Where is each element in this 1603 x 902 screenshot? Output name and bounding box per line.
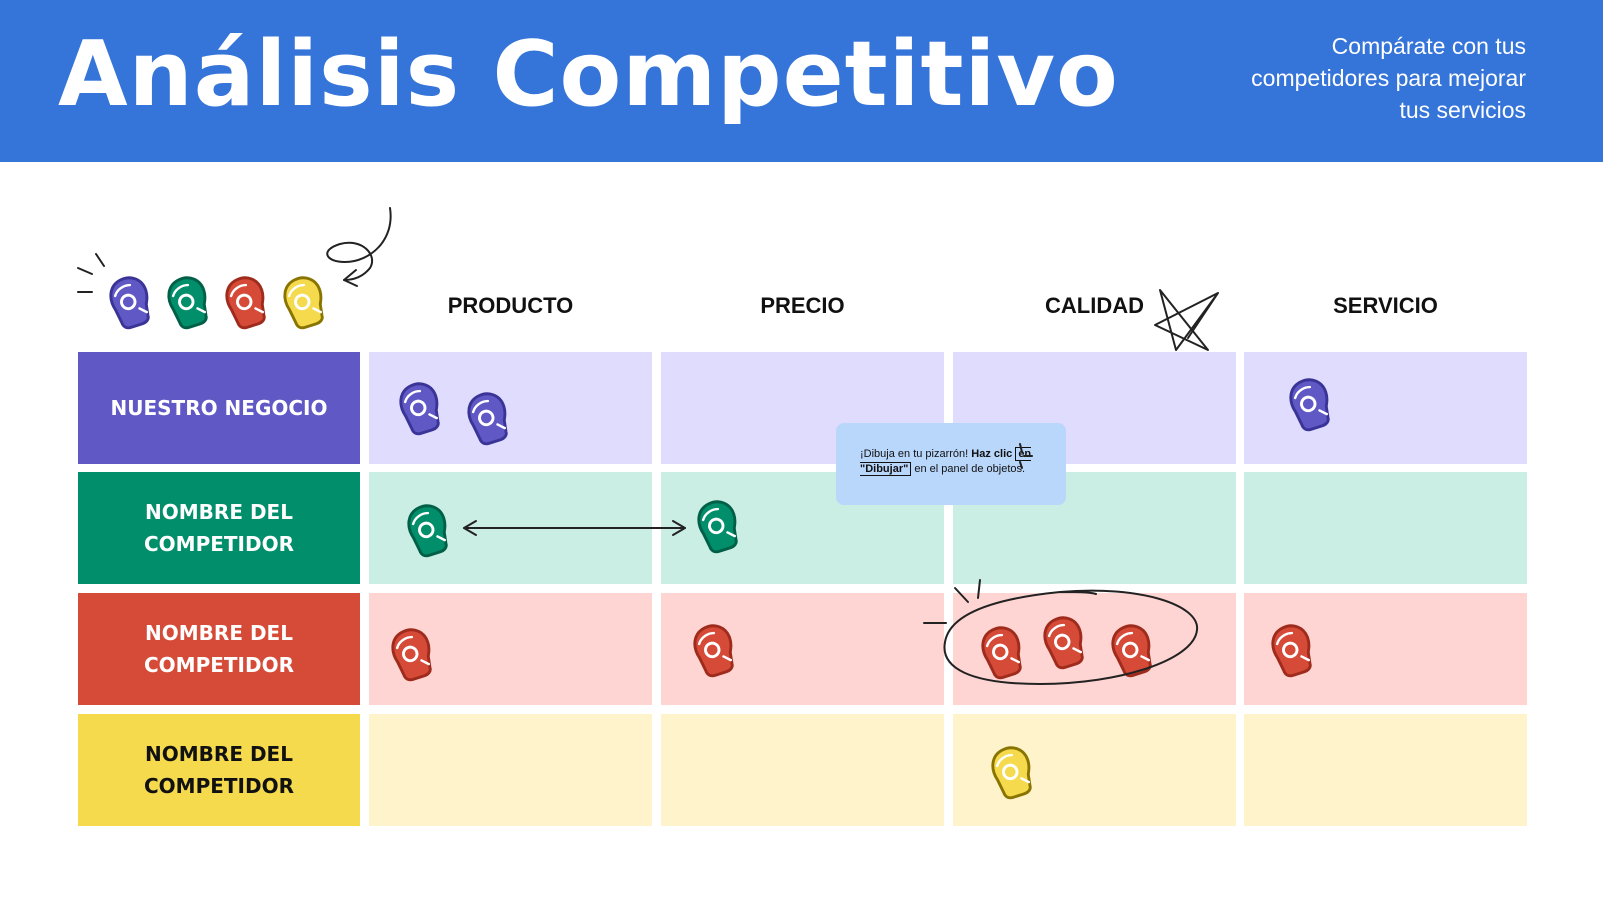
row-label-competidor-2: NOMBRE DEL COMPETIDOR — [78, 593, 360, 705]
grid-cell[interactable] — [661, 714, 944, 826]
tip-text-1: ¡Dibuja en tu pizarrón! — [860, 448, 972, 460]
ok-hand-icon[interactable] — [218, 272, 276, 330]
ok-hand-icon[interactable] — [460, 388, 518, 446]
curly-arrow-head — [343, 269, 358, 287]
ok-hand-icon[interactable] — [984, 742, 1042, 800]
tip-bold-2: en "Dibujar" — [860, 447, 1032, 476]
ok-hand-icon[interactable] — [1282, 374, 1340, 432]
ok-hand-icon[interactable] — [690, 496, 748, 554]
grid-cell[interactable] — [1244, 714, 1527, 826]
column-header-producto: PRODUCTO — [447, 293, 574, 318]
column-header-precio: PRECIO — [760, 293, 845, 318]
ok-hand-icon[interactable] — [1036, 612, 1094, 670]
row-label-nuestro-negocio: NUESTRO NEGOCIO — [78, 352, 360, 464]
page-subtitle: Compárate con tus competidores para mejo… — [1251, 33, 1526, 123]
ok-hand-icon[interactable] — [400, 500, 458, 558]
ok-hand-icon[interactable] — [102, 272, 160, 330]
grid-cell[interactable] — [369, 714, 652, 826]
tip-bold-1: Haz clic — [971, 448, 1013, 460]
spark-line — [77, 267, 93, 275]
ok-hand-icon[interactable] — [160, 272, 218, 330]
ok-hand-icon[interactable] — [974, 622, 1032, 680]
grid-cell[interactable] — [1244, 472, 1527, 584]
page-title: Análisis Competitivo — [58, 22, 1119, 127]
column-header-calidad: CALIDAD — [1045, 293, 1144, 318]
header-banner: Análisis Competitivo Compárate con tus c… — [0, 0, 1603, 162]
tip-text-2: en el panel de objetos. — [911, 463, 1026, 475]
curly-arrow-line — [326, 207, 392, 281]
drawing-tip-note[interactable]: ¡Dibuja en tu pizarrón! Haz clic en "Dib… — [836, 423, 1066, 505]
ok-hand-icon[interactable] — [392, 378, 450, 436]
row-label-competidor-3: NOMBRE DEL COMPETIDOR — [78, 714, 360, 826]
column-header-servicio: SERVICIO — [1333, 293, 1438, 318]
ok-hand-icon[interactable] — [384, 624, 442, 682]
ok-hand-icon[interactable] — [1264, 620, 1322, 678]
ok-hand-icon[interactable] — [276, 272, 334, 330]
row-label-competidor-1: NOMBRE DEL COMPETIDOR — [78, 472, 360, 584]
grid-cell[interactable] — [1244, 352, 1527, 464]
ok-hand-icon[interactable] — [1104, 620, 1162, 678]
ok-hand-icon[interactable] — [686, 620, 744, 678]
spark-line — [95, 253, 105, 267]
